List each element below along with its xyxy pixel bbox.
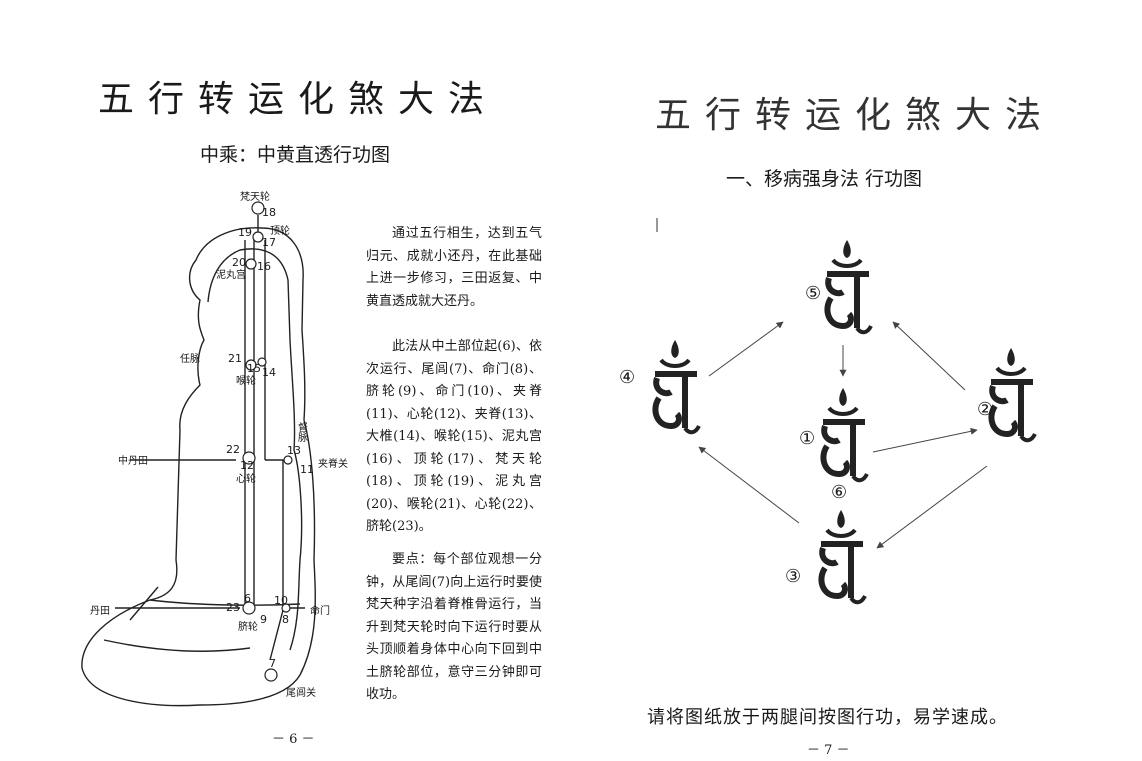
position-mark-3: ③ xyxy=(785,566,801,587)
diagram-number: 17 xyxy=(262,236,276,249)
diagram-number: 23 xyxy=(226,601,240,614)
practice-flow-diagram xyxy=(571,0,1142,761)
label-weilvguan: 尾闾关 xyxy=(286,684,316,699)
syllable-left xyxy=(655,340,699,432)
intro-paragraph: 通过五行相生，达到五气归元、成就小还丹，在此基础上进一步修习，三田返复、中黄直透… xyxy=(366,223,542,313)
diagram-number: 7 xyxy=(269,657,276,670)
diagram-number: 22 xyxy=(226,443,240,456)
label-zhongdantian: 中丹田 xyxy=(118,452,148,467)
syllable-top xyxy=(827,240,871,332)
position-mark-6: ⑥ xyxy=(831,482,847,503)
syllable-center xyxy=(823,388,867,480)
diagram-number: 6 xyxy=(244,592,251,605)
diagram-number: 15 xyxy=(247,362,261,375)
diagram-number: 16 xyxy=(257,260,271,273)
diagram-number: 18 xyxy=(262,206,276,219)
diagram-number: 13 xyxy=(287,444,301,457)
diagram-number: 9 xyxy=(260,613,267,626)
position-mark-1: ① xyxy=(799,428,815,449)
diagram-number: 11 xyxy=(300,463,314,476)
page-number: － 7 － xyxy=(807,739,850,758)
label-dinglun: 顶轮 xyxy=(270,222,290,237)
diagram-number: 10 xyxy=(274,594,288,607)
sequence-paragraph: 此法从中土部位起(6)、依次运行、尾闾(7)、命门(8)、脐轮(9)、命门(10… xyxy=(366,336,542,539)
key-points-paragraph: 要点：每个部位观想一分钟，从尾闾(7)向上运行时要使梵天种字沿着脊椎骨运行，当升… xyxy=(366,549,542,707)
diagram-number: 14 xyxy=(262,366,276,379)
label-fantian: 梵天轮 xyxy=(240,188,270,203)
diagram-number: 21 xyxy=(228,352,242,365)
position-mark-5: ⑤ xyxy=(805,283,821,304)
label-renmai: 任脉 xyxy=(180,350,200,365)
syllable-bottom xyxy=(821,510,865,602)
diagram-number: 12 xyxy=(240,459,254,472)
position-mark-4: ④ xyxy=(619,367,635,388)
right-page: 五行转运化煞大法 一、移病强身法 行功图 xyxy=(571,0,1142,761)
label-jiajiguan: 夹脊关 xyxy=(318,455,348,470)
diagram-number: 8 xyxy=(282,613,289,626)
label-mingmen: 命门 xyxy=(310,602,330,617)
diagram-number: 20 xyxy=(232,256,246,269)
label-dantian: 丹田 xyxy=(90,602,110,617)
left-page: 五行转运化煞大法 中乘：中黄直透行功图 xyxy=(0,0,571,761)
instruction-note: 请将图纸放于两腿间按图行功，易学速成。 xyxy=(647,703,1008,729)
syllable-right xyxy=(991,348,1035,440)
position-mark-2: ② xyxy=(977,399,993,420)
label-qilun: 脐轮 xyxy=(238,618,258,633)
label-dumai: 督脉 xyxy=(298,424,308,444)
diagram-number: 19 xyxy=(238,226,252,239)
page-number: － 6 － xyxy=(272,728,315,747)
label-xinlun: 心轮 xyxy=(236,470,256,485)
